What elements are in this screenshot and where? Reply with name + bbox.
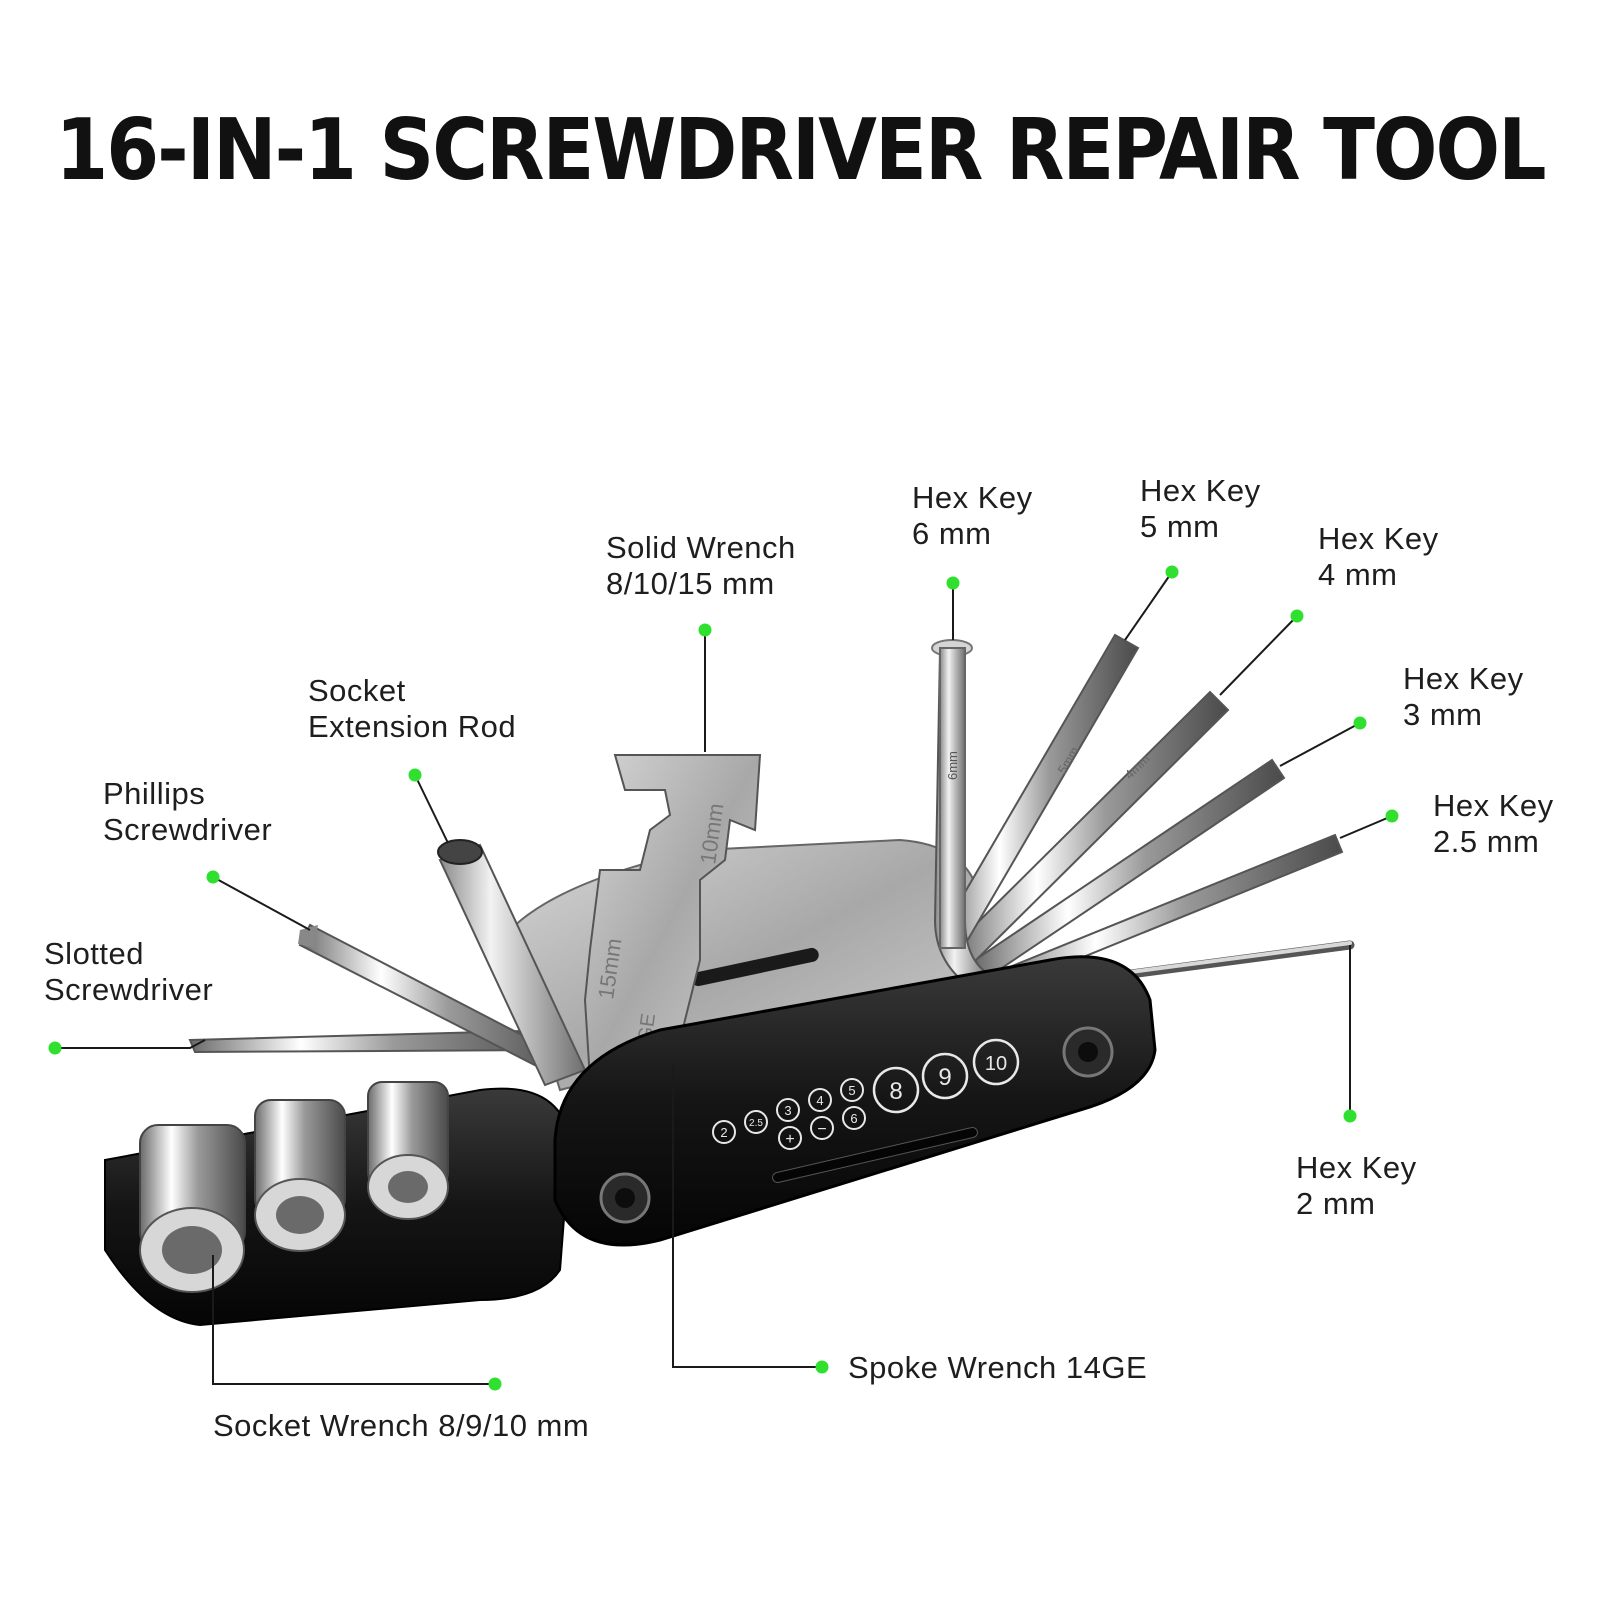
marker-hex6 <box>946 576 960 590</box>
marking-5: 5 <box>840 1078 864 1102</box>
leader-hex4 <box>1219 615 1298 696</box>
svg-text:8: 8 <box>889 1078 902 1105</box>
marker-hex3 <box>1353 716 1367 730</box>
leader-slotted <box>55 1039 206 1049</box>
callouts <box>55 571 1393 1385</box>
marker-socket-rod <box>408 768 422 782</box>
marker-hex5 <box>1165 565 1179 579</box>
leader-hex25 <box>1339 815 1393 839</box>
svg-text:5: 5 <box>848 1083 855 1098</box>
svg-text:10: 10 <box>985 1053 1007 1075</box>
marking-plus: + <box>778 1126 802 1150</box>
marker-phillips <box>206 870 220 884</box>
socket-9mm <box>254 1099 346 1252</box>
socket-8mm <box>367 1081 449 1220</box>
marking-4: 4 <box>808 1088 832 1112</box>
svg-text:+: + <box>785 1131 794 1148</box>
svg-text:−: − <box>817 1121 826 1138</box>
leader-hex5 <box>1124 571 1173 641</box>
svg-text:3: 3 <box>784 1103 791 1118</box>
marking-minus: − <box>810 1116 834 1140</box>
main-body: 2 2.5 3 4 5 + <box>553 955 1157 1247</box>
drivers <box>188 839 587 1087</box>
leader-socket-wrench <box>212 1255 495 1385</box>
marker-solid-wrench <box>698 623 712 637</box>
hex-key-6mm: 6mm <box>931 639 992 992</box>
marking-3: 3 <box>776 1098 800 1122</box>
page-title: 16-IN-1 SCREWDRIVER REPAIR TOOL <box>55 99 1546 200</box>
marking-2-5: 2.5 <box>744 1110 768 1134</box>
leader-hex3 <box>1279 722 1361 767</box>
leader-spoke <box>672 1065 822 1368</box>
marking-9: 9 <box>921 1052 969 1100</box>
size-markings: 2 2.5 3 4 5 + <box>712 1038 1020 1150</box>
socket-10mm <box>139 1124 246 1293</box>
svg-text:2: 2 <box>720 1125 727 1140</box>
marking-6: 6 <box>842 1106 866 1130</box>
marker-hex4 <box>1290 609 1304 623</box>
marking-10: 10 <box>972 1038 1020 1086</box>
marking-2: 2 <box>712 1120 736 1144</box>
svg-text:6: 6 <box>850 1111 857 1126</box>
svg-text:9: 9 <box>938 1064 951 1091</box>
label-spoke-wrench: Spoke Wrench 14GE <box>848 1350 1148 1385</box>
leader-phillips <box>212 876 311 931</box>
svg-text:2.5: 2.5 <box>749 1118 763 1129</box>
marker-hex25 <box>1385 809 1399 823</box>
engraving-6mm: 6mm <box>945 751 960 780</box>
marker-slotted <box>48 1041 62 1055</box>
hex-keys: 4mm 5mm 6mm <box>931 633 1355 995</box>
marking-8: 8 <box>872 1066 920 1114</box>
socket-holder <box>104 1081 572 1327</box>
marker-hex2 <box>1343 1109 1357 1123</box>
leader-socket-rod <box>414 774 449 844</box>
markers <box>48 565 1399 1391</box>
marker-socket-wrench <box>488 1377 502 1391</box>
label-socket-wrench: Socket Wrench 8/9/10 mm <box>213 1408 590 1443</box>
svg-text:4: 4 <box>816 1093 823 1108</box>
marker-spoke <box>815 1360 829 1374</box>
